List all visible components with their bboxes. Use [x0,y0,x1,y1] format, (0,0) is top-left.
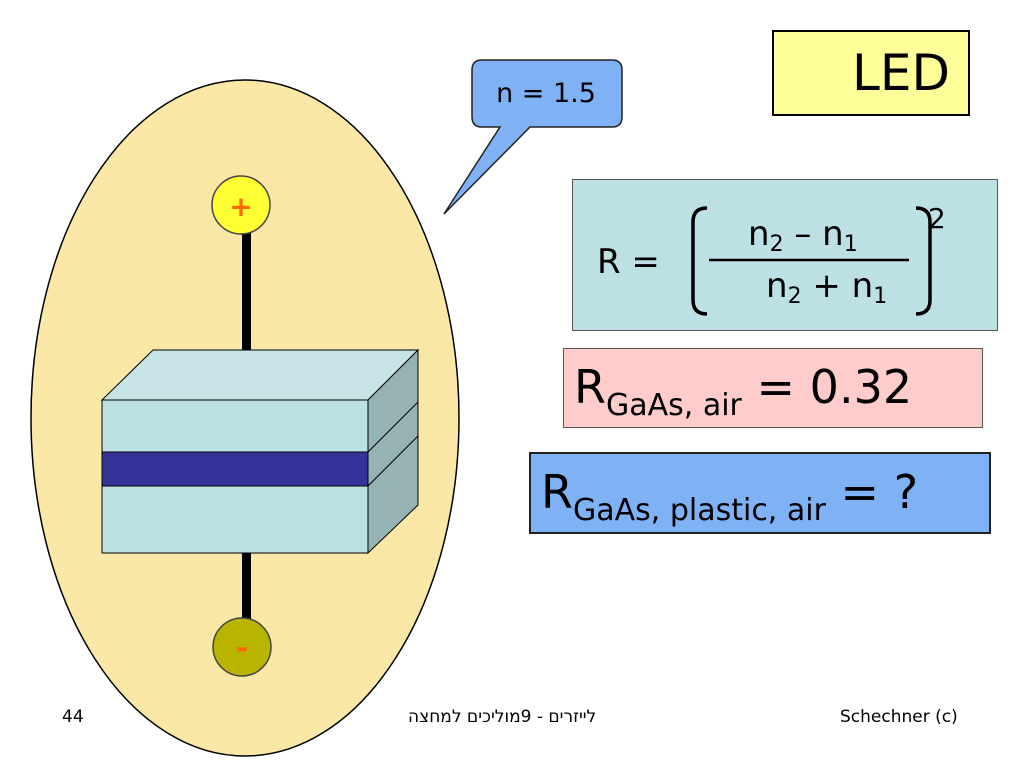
formula-numerator: n2 – n1 [748,214,858,257]
footer-course-title: לייזרים - 9מוליכים למחצה [408,707,597,727]
callout-label: n = 1.5 [496,78,596,109]
chip-side-edge-upper [367,401,419,453]
minus-terminal [212,617,272,677]
formula-denominator: n2 + n1 [766,266,888,309]
formula-lhs: R = [597,242,660,282]
slide-title: LED [852,44,950,102]
callout-bubble [443,59,623,215]
result-subscript: GaAs, air [605,388,742,423]
question-value: = ? [825,465,919,519]
right-bracket [915,206,932,316]
top-lead [242,222,251,368]
plus-sign: + [229,190,252,223]
chip-side-edge-lower [367,435,419,487]
footer-credit: Schechner (c) [840,707,958,727]
left-bracket [691,206,708,316]
formula-brackets [691,206,932,316]
result-value: = 0.32 [741,360,913,414]
question-subscript: GaAs, plastic, air [572,493,826,528]
result-symbol: R [574,360,606,414]
question-symbol: R [541,465,573,519]
bottom-lead [242,553,251,646]
formula-exponent: 2 [928,202,946,235]
chip-top-face [100,349,420,401]
slide-title-box: LED [772,30,970,116]
reflectance-question-box: RGaAs, plastic, air = ? [529,452,991,534]
page-number: 44 [62,707,84,727]
active-layer [101,451,369,487]
minus-sign: - [236,631,248,666]
plus-terminal [211,175,271,235]
fresnel-formula-box: R = n2 – n1 n2 + n1 2 [572,179,998,331]
reflectance-gaas-air-box: RGaAs, air = 0.32 [563,348,983,428]
